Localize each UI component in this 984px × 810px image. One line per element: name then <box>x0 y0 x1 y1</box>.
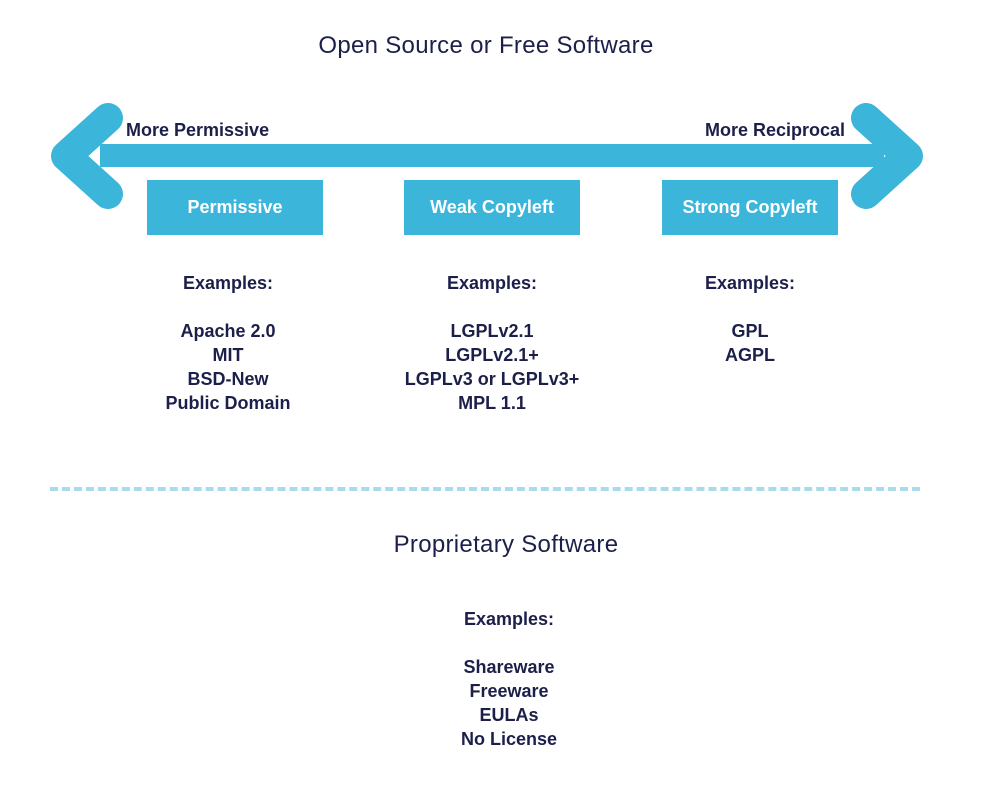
example-item: Apache 2.0 <box>180 321 276 341</box>
arrow-left-head <box>51 103 123 209</box>
example-item: EULAs <box>479 705 539 725</box>
strong-copyleft-examples: Examples: GPL AGPL <box>620 271 880 367</box>
examples-heading: Examples: <box>182 273 274 293</box>
example-item: AGPL <box>724 345 775 365</box>
proprietary-examples: Examples: Shareware Freeware EULAs No Li… <box>379 607 639 751</box>
more-reciprocal-label: More Reciprocal <box>704 120 845 140</box>
arrow-right-head <box>851 103 923 209</box>
double-headed-arrow-icon <box>51 103 923 209</box>
example-item: LGPLv2.1 <box>450 321 534 341</box>
category-permissive: Permissive <box>147 180 323 235</box>
example-item: No License <box>460 729 558 749</box>
proprietary-title: Proprietary Software <box>393 531 619 558</box>
open-source-title: Open Source or Free Software <box>318 32 654 59</box>
example-item: Shareware <box>463 657 555 677</box>
example-item: BSD-New <box>187 369 269 389</box>
example-item: GPL <box>731 321 769 341</box>
weak-copyleft-examples: Examples: LGPLv2.1 LGPLv2.1+ LGPLv3 or L… <box>362 271 622 415</box>
example-item: LGPLv2.1+ <box>445 345 539 365</box>
more-permissive-label: More Permissive <box>126 120 270 140</box>
category-weak-copyleft: Weak Copyleft <box>404 180 580 235</box>
section-divider <box>50 487 920 491</box>
example-item: Freeware <box>469 681 549 701</box>
example-item: MPL 1.1 <box>458 393 526 413</box>
arrow-shaft <box>100 144 884 167</box>
examples-heading: Examples: <box>446 273 538 293</box>
example-item: MIT <box>212 345 244 365</box>
example-item: LGPLv3 or LGPLv3+ <box>404 369 580 389</box>
example-item: Public Domain <box>165 393 291 413</box>
examples-heading: Examples: <box>463 609 555 629</box>
category-strong-copyleft: Strong Copyleft <box>662 180 838 235</box>
permissive-examples: Examples: Apache 2.0 MIT BSD-New Public … <box>98 271 358 415</box>
examples-heading: Examples: <box>704 273 796 293</box>
